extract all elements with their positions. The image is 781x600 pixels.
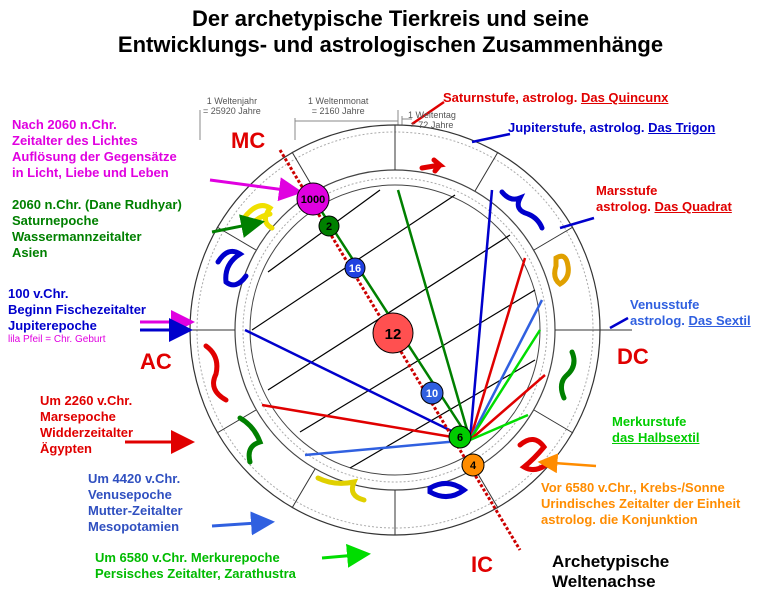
label-marsstufe: Marsstufe astrolog. Das Quadrat	[596, 183, 732, 214]
link-quadrat[interactable]: Das Quadrat	[654, 199, 732, 214]
label-venusstufe: Venusstufe astrolog. Das Sextil	[630, 297, 751, 328]
world-axis	[278, 149, 522, 551]
label-4420-vchr: Um 4420 v.Chr.Venusepoche Mutter-Zeitalt…	[88, 471, 183, 534]
circle-numbers: 1000 2 16 12 10 6 4	[301, 194, 477, 472]
link-quincunx[interactable]: Das Quincunx	[580, 90, 669, 105]
label-nach-2060: Nach 2060 n.Chr.Zeitalter des Lichtes Au…	[12, 117, 177, 180]
link-sextil[interactable]: Das Sextil	[688, 313, 751, 328]
axis-dc: DC	[617, 344, 649, 369]
circle-num-2: 2	[326, 221, 332, 233]
circle-markers	[296, 182, 485, 477]
circle-num-10: 10	[426, 388, 438, 400]
scale-weltenmonat: 1 Weltenmonat= 2160 Jahre	[308, 96, 369, 116]
link-trigon[interactable]: Das Trigon	[648, 120, 716, 135]
left-arrows	[125, 177, 371, 568]
label-saturnstufe: Saturnstufe, astrolog. Das Quincunx	[443, 90, 669, 105]
label-2060: 2060 n.Chr. (Dane Rudhyar)Saturnepoche W…	[12, 197, 182, 260]
axis-mc: MC	[231, 128, 266, 153]
scale-weltentag: 1 Weltentag= 72 Jahre	[408, 110, 456, 130]
label-2260-vchr: Um 2260 v.Chr.Marsepoche Widderzeitalter…	[40, 393, 134, 456]
sector-dividers	[190, 125, 632, 535]
title-line-2: Entwicklungs- und astrologischen Zusamme…	[117, 32, 664, 57]
label-100-vchr: 100 v.Chr.Beginn Fischezeitalter Jupiter…	[8, 286, 146, 333]
label-jupiterstufe: Jupiterstufe, astrolog. Das Trigon	[508, 120, 716, 135]
circle-num-6: 6	[457, 432, 463, 444]
circle-num-16: 16	[349, 263, 361, 275]
label-lila-pfeil: lila Pfeil = Chr. Geburt	[8, 334, 106, 345]
circle-num-1000: 1000	[301, 194, 325, 206]
circle-num-4: 4	[470, 460, 477, 472]
circle-num-12: 12	[385, 326, 402, 343]
axis-ic: IC	[471, 552, 493, 577]
title-line-1: Der archetypische Tierkreis und seine	[192, 6, 589, 31]
axis-ac: AC	[140, 349, 172, 374]
label-merkurstufe: Merkurstufe das Halbsextil	[612, 414, 700, 445]
right-arrows	[411, 100, 629, 474]
scale-weltenjahr: 1 Weltenjahr= 25920 Jahre	[203, 96, 261, 116]
